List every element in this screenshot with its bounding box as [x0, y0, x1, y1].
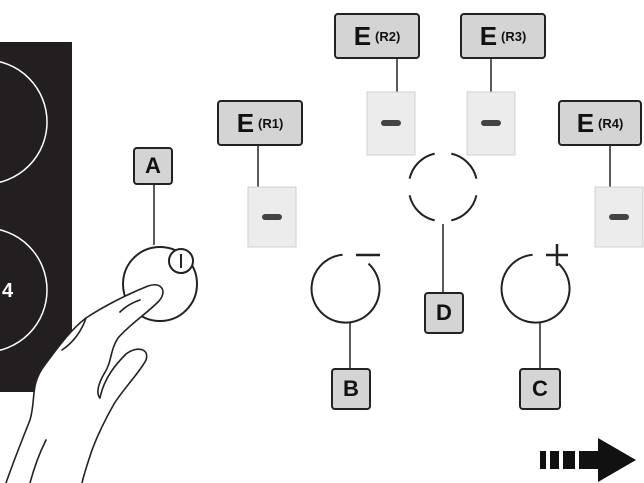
label-e-r1-code: (R1) — [258, 115, 284, 131]
label-b-text: B — [343, 376, 359, 401]
zone-number: 4 — [2, 280, 14, 302]
indicator-r4 — [594, 186, 644, 248]
label-e-r3-code: (R3) — [501, 28, 527, 44]
label-d-text: D — [436, 300, 452, 325]
indicator-r2 — [366, 91, 416, 156]
connector-lines — [153, 59, 611, 370]
cooktop-surface — [0, 42, 72, 392]
label-e-r1-letter: E — [236, 108, 255, 138]
label-c-text: C — [532, 376, 548, 401]
indicator-r1 — [247, 186, 297, 248]
plus-icon — [546, 244, 568, 266]
cooktop-panel: 4 — [0, 42, 72, 392]
label-e-r4-letter: E — [576, 108, 595, 138]
label-e-r3: E (R3) — [460, 13, 546, 59]
label-e-r3-letter: E — [479, 21, 498, 51]
label-e-r2: E (R2) — [334, 13, 420, 59]
label-a-text: A — [145, 153, 161, 178]
cooking-zone-ring-bottom — [0, 229, 48, 351]
label-e-r2-letter: E — [353, 21, 372, 51]
label-b: B — [331, 368, 371, 410]
minus-button[interactable] — [310, 253, 381, 324]
label-e-r4-code: (R4) — [598, 115, 624, 131]
label-d: D — [424, 292, 464, 334]
selector-button[interactable] — [408, 152, 478, 222]
label-a: A — [133, 147, 173, 185]
label-e-r2-code: (R2) — [375, 28, 401, 44]
label-c: C — [519, 368, 561, 410]
power-icon — [168, 248, 194, 274]
right-arrow-icon — [540, 438, 636, 482]
cooking-zone-ring-top — [0, 61, 48, 183]
indicator-r3 — [466, 91, 516, 156]
plus-button[interactable] — [500, 244, 571, 324]
label-e-r1: E (R1) — [217, 100, 303, 146]
power-button[interactable] — [122, 246, 198, 322]
label-e-r4: E (R4) — [558, 100, 642, 146]
indicator-displays — [247, 91, 644, 248]
hand-icon — [5, 284, 164, 483]
